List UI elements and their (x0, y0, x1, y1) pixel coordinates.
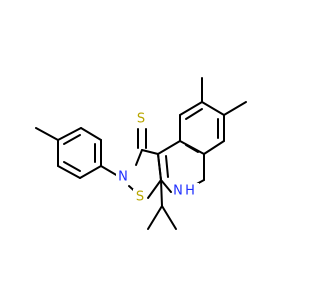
bond (147, 179, 162, 199)
ring-sulfur-label: S (136, 190, 144, 205)
amine-nitrogen-label: N (173, 184, 183, 199)
bond (141, 149, 159, 155)
bond (223, 101, 247, 116)
bond (179, 101, 203, 116)
bond (135, 149, 143, 166)
bond (63, 134, 81, 145)
bond (79, 165, 102, 179)
bond (80, 127, 102, 141)
bond (185, 108, 203, 120)
amine-nh-atom: N H (173, 183, 199, 199)
bond (57, 165, 81, 179)
bond (160, 179, 163, 207)
thione-sulfur-atom: S (134, 111, 148, 127)
thione-sulfur-label: S (137, 112, 145, 127)
atom-label-layer: S N S N H (116, 111, 199, 205)
bond (201, 101, 225, 116)
ring-sulfur-atom: S (133, 189, 147, 205)
bond (157, 140, 181, 155)
molecule-diagram: S N S N H (35, 77, 247, 230)
amine-hydrogen-label: H (185, 184, 195, 199)
bond-layer (35, 77, 247, 230)
bond (160, 179, 172, 193)
ring-nitrogen-atom: N (116, 169, 130, 185)
bond (57, 127, 82, 141)
bond (100, 165, 119, 177)
bond (35, 127, 59, 141)
bond (161, 205, 177, 230)
bond (157, 153, 162, 181)
bond (147, 205, 163, 230)
bond (203, 140, 225, 155)
ring-nitrogen-label: N (118, 170, 128, 185)
bond (185, 144, 199, 153)
bond (165, 155, 169, 178)
bond (63, 161, 81, 172)
